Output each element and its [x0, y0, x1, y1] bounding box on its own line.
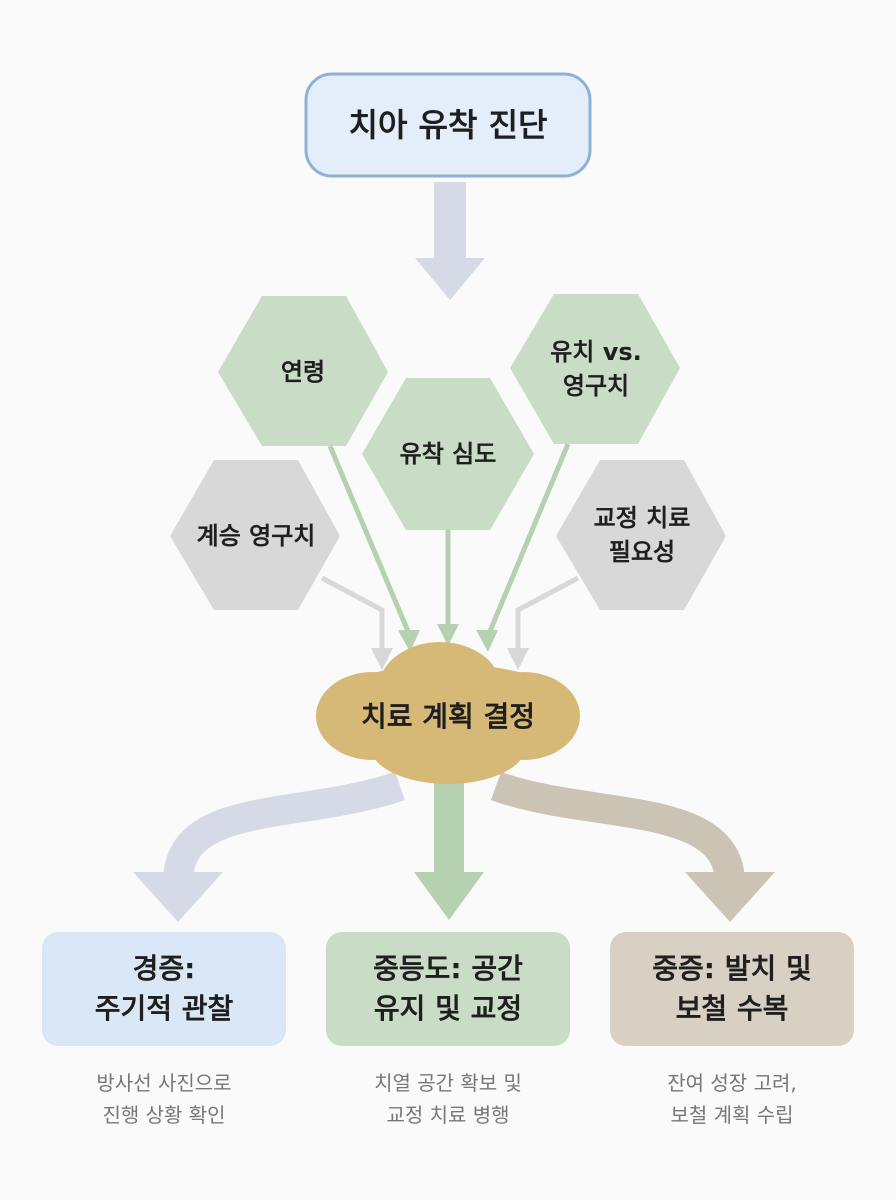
- factor-primary-label-1: 유치 vs.: [550, 338, 642, 366]
- outcome-mild-desc-2: 진행 상황 확인: [102, 1103, 225, 1127]
- outcome-severe-title-1: 중증: 발치 및: [652, 952, 812, 985]
- factor-successor-label: 계승 영구치: [197, 522, 316, 550]
- hex-successor: [170, 460, 340, 610]
- outcome-moderate-desc-1: 치열 공간 확보 및: [374, 1071, 522, 1095]
- outcome-mild-title-2: 주기적 관찰: [95, 992, 234, 1025]
- outcome-severe-title-2: 보철 수복: [676, 992, 789, 1025]
- outcome-severe-desc-1: 잔여 성장 고려,: [667, 1071, 796, 1095]
- outcome-moderate-title-1: 중등도: 공간: [373, 952, 523, 985]
- factor-age-label: 연령: [281, 358, 325, 386]
- factor-primary-label-2: 영구치: [563, 372, 629, 400]
- decision-cloud: [316, 642, 580, 784]
- down-arrow: [415, 182, 485, 300]
- decision-title: 치료 계획 결정: [361, 700, 535, 733]
- outcome-mild-box: [42, 932, 286, 1046]
- diagnosis-title: 치아 유착 진단: [349, 106, 548, 144]
- outcome-moderate-title-2: 유지 및 교정: [374, 992, 522, 1025]
- hex-primary: [510, 294, 680, 444]
- hex-depth: [362, 378, 534, 530]
- outcome-moderate-desc-2: 교정 치료 병행: [386, 1103, 509, 1127]
- factor-depth-label: 유착 심도: [400, 440, 497, 468]
- outcome-severe-desc-2: 보철 계획 수립: [670, 1103, 793, 1127]
- diagnosis-node: 치아 유착 진단: [304, 72, 592, 178]
- outcome-severe-box: [610, 932, 854, 1046]
- outcome-mild-title-1: 경증:: [133, 952, 196, 985]
- factor-arrows: [320, 443, 580, 670]
- hex-ortho: [556, 460, 726, 610]
- hex-age: [218, 296, 388, 446]
- outcome-moderate-box: [326, 932, 570, 1046]
- factor-ortho-label-2: 필요성: [609, 538, 675, 566]
- outcome-mild-desc-1: 방사선 사진으로: [96, 1071, 231, 1095]
- outcome-arrows: [133, 770, 775, 922]
- factor-ortho-label-1: 교정 치료: [594, 504, 691, 532]
